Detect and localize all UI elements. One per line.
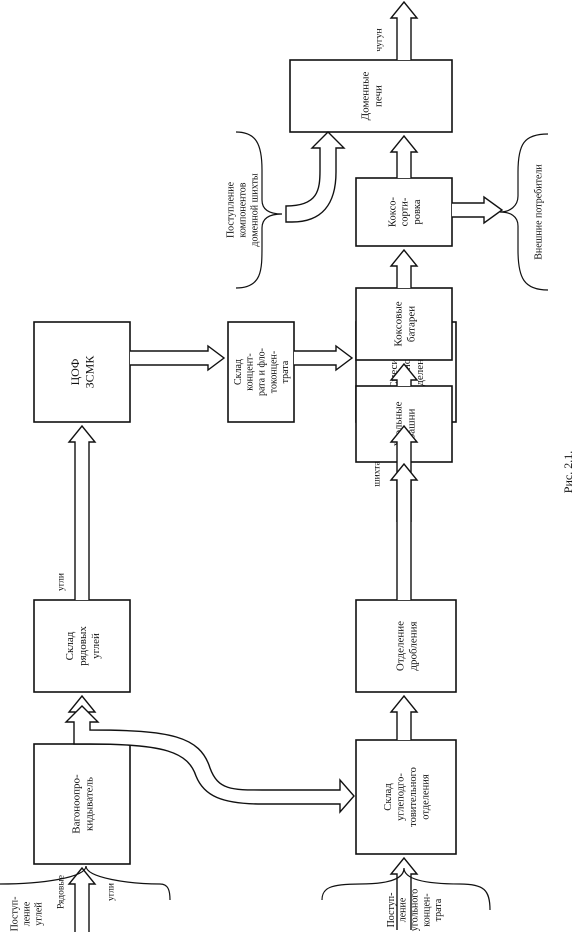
label-concentrate-supply: Поступ-лениеугольногоконцен-трата [386,889,444,931]
label-cast-iron: чугун [374,28,384,51]
text-line: сорти- [400,197,411,226]
text-line: компонентов [238,182,249,237]
text-line: трата [433,898,444,921]
text-line: Поступление [226,181,237,238]
arrow-furnaces-output [389,0,419,60]
text-line: Склад [233,359,244,385]
brace-coal-supply [0,865,171,901]
text-line: трата [280,360,291,383]
text-line: рядовых [77,626,89,666]
block-cof-zsmk: ЦОФЗСМК [33,321,131,423]
label-charge: шихта [372,461,382,487]
text-line: Коксовые [392,301,404,346]
label-coal-word-unloader: угли [106,883,116,901]
block-coke-batteries-text: Коксовыебатареи [392,301,417,346]
text-line: ЗСМК [82,355,96,389]
text-line: батареи [405,306,417,342]
brace-external-consumers [499,133,549,291]
label-blast-components: Поступлениекомпонентовдоменной шихты [226,173,261,246]
block-concentrate-store: Складконцент-рата и фло-токонцен-трата [227,321,295,423]
arrow-curved-to-prep-store [64,705,355,814]
arrow-sorting-to-furnaces [389,134,419,178]
label-coal-supply: Поступ-лениеуглей [10,897,45,932]
block-cof-zsmk-text: ЦОФЗСМК [68,355,96,389]
block-unloader-text: Вагоноопро-кидыватель [70,774,95,834]
text-line: ЦОФ [68,359,82,386]
block-coke-sorting: Коксо-сорти-ровка [355,177,453,247]
text-line: углеподго- [395,773,406,821]
arrow-cof-to-concentrate [130,344,226,372]
text-line: угли [106,883,116,901]
text-line: Доменные [359,72,371,121]
label-external-consumers: Внешние потребители [534,164,545,260]
text-line: Поступ- [386,893,397,928]
block-concentrate-store-text: Складконцент-рата и фло-токонцен-трата [233,348,291,396]
text-line: кидыватель [83,777,95,831]
block-crushing: Отделениедробления [355,599,457,693]
text-line: углей [90,633,102,659]
block-unloader: Вагоноопро-кидыватель [33,743,131,865]
block-ordinary-coal-store: Складрядовыхуглей [33,599,131,693]
text-line: Склад [383,783,394,811]
block-coal-prep-store-text: Складуглеподго-товительногоотделения [383,767,431,827]
label-ordinary: Рядовые [56,875,66,909]
arrow-store-to-cof [67,424,97,600]
text-line: угли [56,573,66,591]
text-line: концент- [245,353,256,391]
block-coal-prep-store: Складуглеподго-товительногоотделения [355,739,457,855]
text-line: товительного [408,767,419,827]
arrow-concentrate-to-mixing [294,344,354,372]
text-line: дробления [407,621,419,670]
arrow-batteries-to-sorting [389,248,419,288]
text-line: ление [22,901,33,926]
arrow-mixing-to-towers [389,462,419,522]
text-line: Коксо- [387,197,398,227]
text-line: токонцен- [268,351,279,393]
text-line: ровка [412,199,423,224]
text-line: Отделение [394,621,406,671]
arrow-supply-to-prep [389,856,419,930]
arrow-prep-to-crushing [389,694,419,740]
label-figure-caption: Рис. 2.1. [561,451,575,493]
arrow-blast-components [285,131,346,223]
text-line: углей [33,902,44,926]
text-line: доменной шихты [249,173,260,246]
brace-blast-components [235,131,283,289]
text-line: Склад [64,631,76,660]
label-coal-word-store: угли [56,573,66,591]
arrow-supply-to-unloader [67,866,97,932]
block-blast-furnaces: Доменныепечи [289,59,453,133]
text-line: печи [372,85,384,107]
text-line: Рис. 2.1. [561,451,575,493]
text-line: Вагоноопро- [70,774,82,834]
text-line: Рядовые [56,875,66,909]
text-line: Поступ- [10,897,21,932]
text-line: отделения [420,774,431,820]
block-coke-sorting-text: Коксо-сорти-ровка [387,197,423,227]
text-line: ление [398,897,409,922]
text-line: концен- [421,893,432,926]
brace-concentrate-supply [321,867,491,911]
text-line: шихта [372,461,382,487]
arrow-sorting-to-consumers [452,195,504,225]
arrow-towers-to-batteries [389,362,419,386]
text-line: чугун [374,28,384,51]
block-crushing-text: Отделениедробления [394,621,419,671]
text-line: угольного [410,889,421,931]
block-ordinary-coal-store-text: Складрядовыхуглей [64,626,102,666]
block-blast-furnaces-text: Доменныепечи [359,72,384,121]
text-line: Внешние потребители [534,164,545,260]
text-line: рата и фло- [257,348,268,396]
